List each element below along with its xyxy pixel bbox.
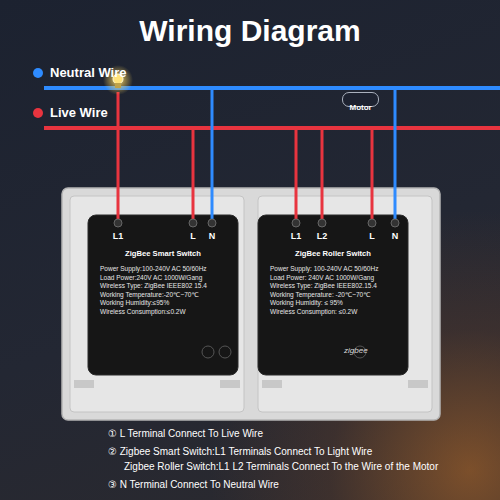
motor-box: Motor xyxy=(342,92,379,107)
terminal-label: L2 xyxy=(317,231,328,241)
spec-line: Wireless Consumption: ≤0.2W xyxy=(270,308,357,315)
legend-label: Live Wire xyxy=(50,105,108,120)
spec-line: Power Supply:100-240V AC 50/60Hz xyxy=(100,265,207,272)
instruction-note: Zigbee Roller Switch:L1 L2 Terminals Con… xyxy=(124,461,438,472)
plate-slot xyxy=(408,380,428,388)
terminal-screws xyxy=(114,219,399,227)
spec-line: Working Temperature: -20℃~70℃ xyxy=(270,291,371,299)
wall-plate xyxy=(62,188,440,420)
terminal-label: L1 xyxy=(291,231,302,241)
live-drop xyxy=(192,128,195,219)
terminal-label: N xyxy=(209,231,216,241)
module-icons xyxy=(202,346,366,358)
switch-module xyxy=(258,215,408,375)
title: Wiring Diagram xyxy=(0,14,500,48)
instruction-note: ② Zigbee Smart Switch:L1 Terminals Conne… xyxy=(108,446,372,457)
spec-line: Wireless Consumption:≤0.2W xyxy=(100,308,186,315)
motor-label: Motor xyxy=(350,103,372,112)
neutral-drop xyxy=(211,88,214,219)
legend-label: Neutral Wire xyxy=(50,65,126,80)
module-name: ZigBee Roller Switch xyxy=(258,249,408,258)
legend-swatch xyxy=(33,108,43,118)
plate-frame xyxy=(258,196,432,412)
spec-line: Working Temperature:-20℃~70℃ xyxy=(100,291,199,299)
neutral-drop xyxy=(394,88,397,219)
instruction-note: ③ N Terminal Connect To Neutral Wire xyxy=(108,479,279,490)
terminal-label: L1 xyxy=(113,231,124,241)
light-wire xyxy=(117,92,120,219)
motor-wire xyxy=(321,128,324,219)
plate-slot xyxy=(220,380,240,388)
terminal-label: L xyxy=(190,231,196,241)
live-drop xyxy=(371,128,374,219)
legend-swatch xyxy=(33,68,43,78)
instruction-note: ① L Terminal Connect To Live Wire xyxy=(108,428,263,439)
spec-line: Working Humidity: ≤ 95% xyxy=(270,299,343,306)
spec-line: Working Humidity:≤95% xyxy=(100,299,169,306)
plate-slot xyxy=(262,380,282,388)
plate-slot xyxy=(74,380,94,388)
spec-line: Power Supply: 100-240V AC 50/60Hz xyxy=(270,265,378,272)
spec-line: Wireless Type: ZigBee IEEE802.15.4 xyxy=(270,282,377,289)
plate-frame xyxy=(70,196,244,412)
module-name: ZigBee Smart Switch xyxy=(88,249,238,258)
terminal-label: L xyxy=(369,231,375,241)
switch-module: L1 L N ZigBee Smart SwitchPower Supply:100-… xyxy=(88,215,238,375)
motor-wire xyxy=(295,128,298,219)
spec-line: Load Power:240V AC 1000W/Gang xyxy=(100,274,202,281)
logo-text: zigbee xyxy=(344,346,368,355)
live-wire xyxy=(44,126,500,130)
spec-line: Wireless Type: ZigBee IEEE802 15.4 xyxy=(100,282,207,289)
switch-module: L1 L2 L N ZigBee Roller SwitchPower Supply: … xyxy=(258,215,408,375)
terminal-label: N xyxy=(392,231,399,241)
spec-line: Load Power: 240V AC 1000W/Gang xyxy=(270,274,374,281)
switch-module xyxy=(88,215,238,375)
